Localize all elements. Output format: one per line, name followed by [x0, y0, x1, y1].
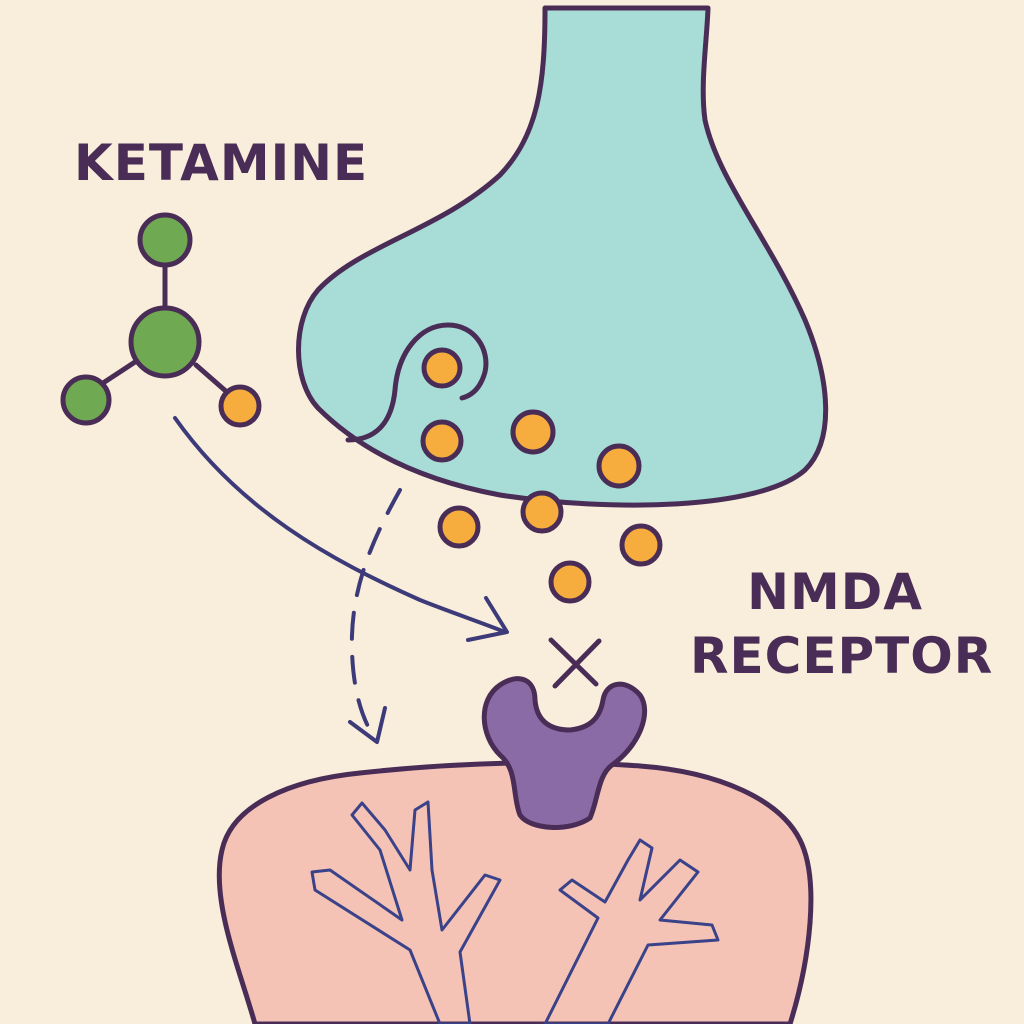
- vesicle-membrane-curl: [345, 322, 489, 443]
- neurotransmitter-dot: [548, 560, 592, 604]
- dendrite-left: [310, 800, 502, 1024]
- dashed-arrow-path: [349, 488, 402, 742]
- released-neurotransmitters: [437, 505, 663, 604]
- nmda-receptor-label: NMDA RECEPTOR: [690, 560, 994, 688]
- ketamine-label: KETAMINE: [74, 134, 369, 192]
- neurotransmitter-dot: [596, 443, 642, 489]
- neurotransmitter-dot: [510, 409, 556, 455]
- molecule-atom-center: [128, 305, 202, 379]
- ketamine-arrowhead: [466, 596, 509, 642]
- dashed-arrow-icon: [348, 488, 402, 744]
- molecule-atom-orange: [218, 384, 262, 428]
- neurotransmitter-dot: [437, 505, 481, 549]
- nmda-label-line1: NMDA: [747, 563, 923, 621]
- neurotransmitter-dot: [420, 419, 464, 463]
- dendrite-branches: [310, 800, 720, 1024]
- molecule-atom: [60, 374, 112, 426]
- ketamine-arrow-path: [173, 416, 507, 634]
- nmda-receptor-shape: [481, 676, 648, 830]
- nmda-label-line2: RECEPTOR: [690, 627, 994, 685]
- dashed-arrowhead: [348, 706, 387, 744]
- dendrite-right: [543, 838, 720, 1024]
- molecule-atom: [137, 212, 193, 268]
- block-x-icon: [548, 637, 602, 689]
- neurotransmitter-dot: [421, 347, 463, 389]
- ketamine-molecule-icon: [60, 212, 262, 428]
- neurotransmitter-dot: [619, 523, 663, 567]
- neurotransmitter-vesicles: [420, 347, 642, 534]
- neurotransmitter-dot: [520, 490, 564, 534]
- arrow-icon: [173, 416, 509, 642]
